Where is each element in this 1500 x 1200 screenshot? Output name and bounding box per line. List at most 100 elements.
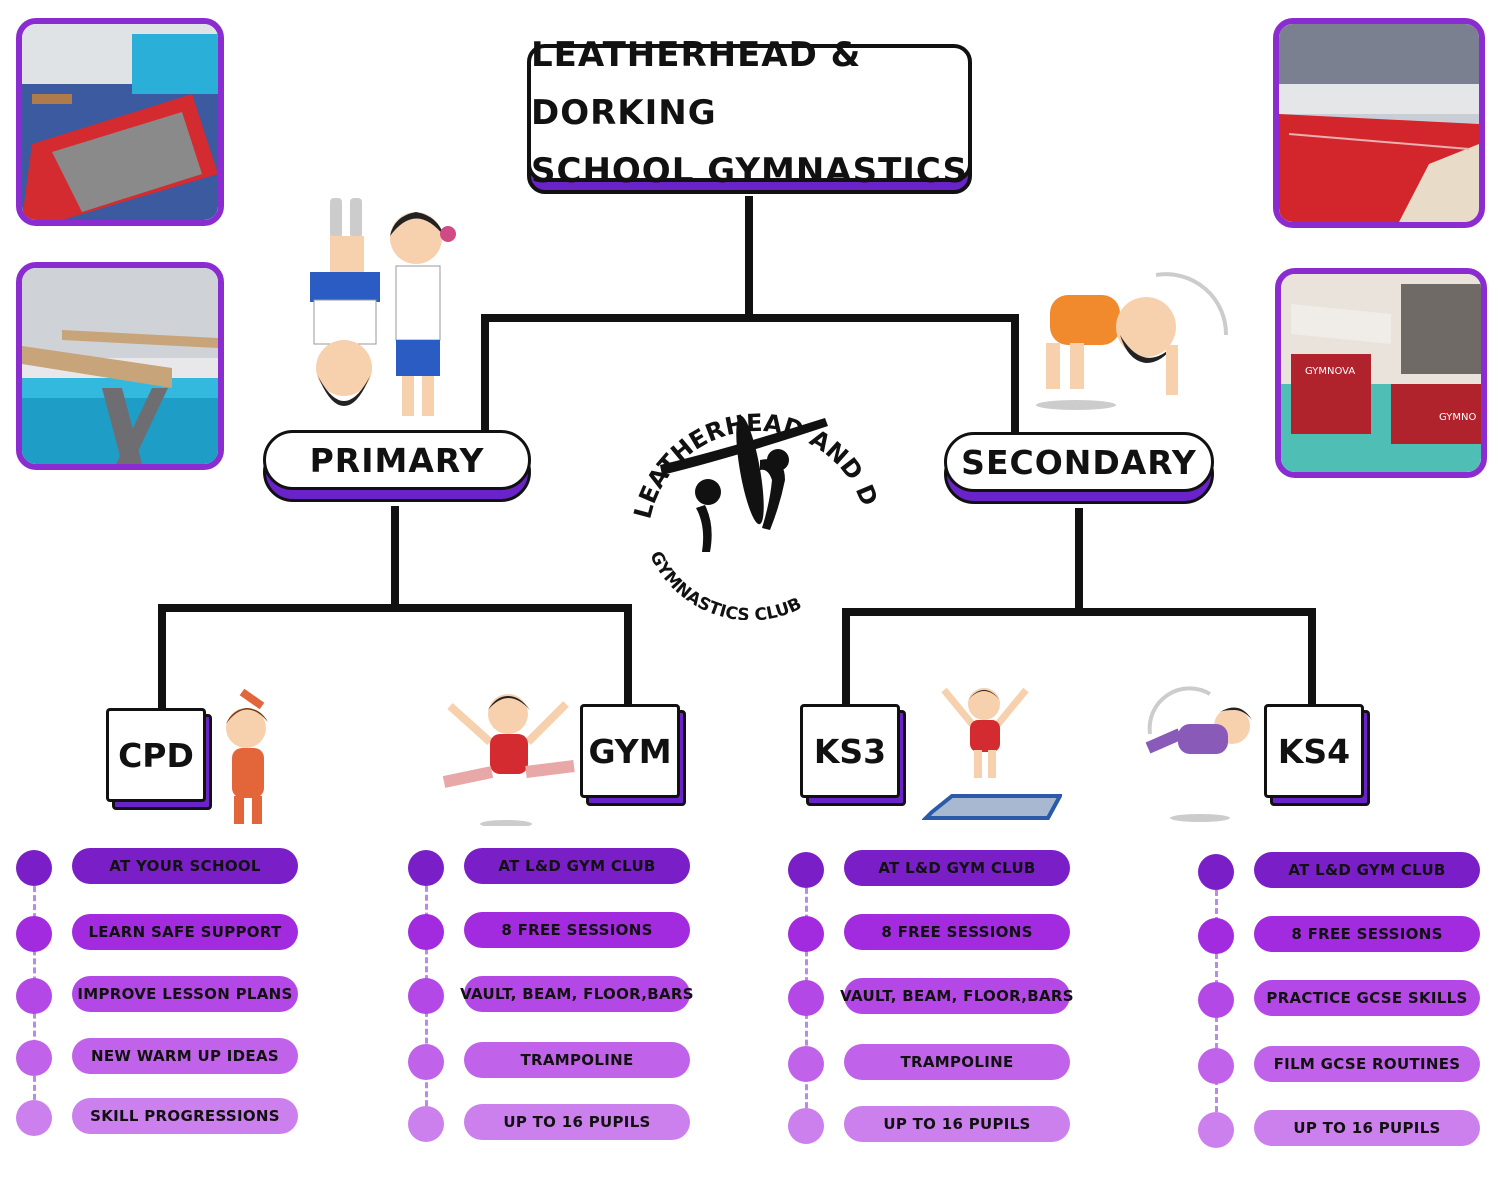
list-item: SKILL PROGRESSIONS: [16, 1098, 326, 1138]
list-item: AT L&D GYM CLUB: [408, 848, 718, 888]
list-item: 8 FREE SESSIONS: [788, 914, 1098, 954]
category-ks4-label: KS4: [1264, 704, 1364, 798]
list-item-label: UP TO 16 PUPILS: [844, 1106, 1070, 1142]
bullet-dot: [788, 980, 824, 1016]
connector-to-secondary: [1011, 314, 1019, 432]
list-item-label: AT L&D GYM CLUB: [1254, 852, 1480, 888]
list-gym: AT L&D GYM CLUB 8 FREE SESSIONS VAULT, BEA…: [408, 848, 718, 1148]
level-secondary: SECONDARY: [944, 432, 1214, 504]
bullet-dot: [16, 1040, 52, 1076]
list-item: UP TO 16 PUPILS: [408, 1104, 718, 1144]
list-item-label: VAULT, BEAM, FLOOR,BARS: [460, 976, 694, 1012]
list-item-label: AT L&D GYM CLUB: [844, 850, 1070, 886]
list-item: UP TO 16 PUPILS: [788, 1106, 1098, 1146]
list-item: VAULT, BEAM, FLOOR,BARS: [408, 976, 718, 1016]
connector-to-ks4: [1308, 608, 1316, 708]
vault-brand-text: GYMNOVA: [1305, 366, 1355, 377]
title-line-1: LEATHERHEAD & DORKING: [531, 35, 862, 133]
bullet-dot: [1198, 1048, 1234, 1084]
list-item: LEARN SAFE SUPPORT: [16, 914, 326, 954]
category-gym: GYM: [580, 704, 686, 806]
list-item-label: UP TO 16 PUPILS: [464, 1104, 690, 1140]
list-cpd: AT YOUR SCHOOL LEARN SAFE SUPPORT IMPROVE …: [16, 848, 326, 1148]
pit-brand-text: GYMNO: [1439, 412, 1476, 423]
list-item-label: AT YOUR SCHOOL: [72, 848, 298, 884]
list-item: TRAMPOLINE: [788, 1044, 1098, 1084]
list-item-label: AT L&D GYM CLUB: [464, 848, 690, 884]
bullet-dot: [788, 916, 824, 952]
list-item-label: LEARN SAFE SUPPORT: [72, 914, 298, 950]
list-item-label: PRACTICE GCSE SKILLS: [1254, 980, 1480, 1016]
category-ks3: KS3: [800, 704, 906, 806]
category-cpd-label: CPD: [106, 708, 206, 802]
backflip-illustration: [1036, 272, 1229, 410]
list-item: 8 FREE SESSIONS: [408, 912, 718, 952]
list-item-label: TRAMPOLINE: [464, 1042, 690, 1078]
category-gym-label: GYM: [580, 704, 680, 798]
list-item: 8 FREE SESSIONS: [1198, 916, 1500, 956]
split-leap-illustration: [442, 694, 575, 826]
bullet-dot: [16, 916, 52, 952]
connector-to-primary: [481, 314, 489, 432]
bullet-dot: [408, 914, 444, 950]
handstand-support-illustration: [310, 198, 456, 416]
stretching-illustration: [226, 688, 268, 824]
connector-to-gym: [624, 604, 632, 708]
connector-primary-bar: [158, 604, 632, 612]
photo-trampoline-bed: [16, 18, 224, 226]
bullet-dot: [1198, 854, 1234, 890]
list-item: IMPROVE LESSON PLANS: [16, 976, 326, 1016]
level-secondary-label: SECONDARY: [944, 432, 1214, 492]
connector-secondary-down: [1075, 508, 1083, 614]
connector-to-ks3: [842, 608, 850, 708]
bullet-dot: [1198, 982, 1234, 1018]
trampoline-jump-illustration: [922, 687, 1062, 820]
bullet-dot: [788, 1108, 824, 1144]
list-ks3: AT L&D GYM CLUB 8 FREE SESSIONS VAULT, BEA…: [788, 850, 1098, 1150]
list-item: PRACTICE GCSE SKILLS: [1198, 980, 1500, 1020]
bullet-dot: [408, 850, 444, 886]
logo-bottom-text: GYMNASTICS CLUB: [645, 548, 804, 620]
connector-secondary-bar: [842, 608, 1316, 616]
level-primary-label: PRIMARY: [263, 430, 531, 490]
list-item-label: UP TO 16 PUPILS: [1254, 1110, 1480, 1146]
photo-sports-hall-floor: [1273, 18, 1485, 228]
list-item-label: SKILL PROGRESSIONS: [72, 1098, 298, 1134]
list-item-label: IMPROVE LESSON PLANS: [72, 976, 298, 1012]
list-ks4: AT L&D GYM CLUB 8 FREE SESSIONS PRACTICE G…: [1198, 852, 1500, 1152]
bullet-dot: [408, 1106, 444, 1142]
list-item-label: VAULT, BEAM, FLOOR,BARS: [840, 978, 1074, 1014]
list-item-label: 8 FREE SESSIONS: [844, 914, 1070, 950]
connector-primary-down: [391, 506, 399, 610]
level-primary: PRIMARY: [263, 430, 531, 502]
list-item-label: FILM GCSE ROUTINES: [1254, 1046, 1480, 1082]
photo-balance-beams: [16, 262, 224, 470]
list-item-label: TRAMPOLINE: [844, 1044, 1070, 1080]
title-box: LEATHERHEAD & DORKING SCHOOL GYMNASTICS: [527, 35, 972, 194]
logo-gymnast-icon: [660, 415, 828, 552]
list-item: AT L&D GYM CLUB: [788, 850, 1098, 890]
bullet-dot: [788, 852, 824, 888]
bullet-dot: [788, 1046, 824, 1082]
list-item-label: NEW WARM UP IDEAS: [72, 1038, 298, 1074]
list-item: VAULT, BEAM, FLOOR,BARS: [788, 978, 1098, 1018]
photo-vault-and-pit: GYMNOVA GYMNO: [1275, 268, 1487, 478]
bullet-dot: [16, 1100, 52, 1136]
connector-to-cpd: [158, 604, 166, 708]
page-title: LEATHERHEAD & DORKING SCHOOL GYMNASTICS: [527, 35, 972, 191]
bullet-dot: [408, 1044, 444, 1080]
connector-title-down: [745, 196, 753, 320]
bullet-dot: [1198, 1112, 1234, 1148]
category-cpd: CPD: [106, 708, 212, 810]
list-item-label: 8 FREE SESSIONS: [464, 912, 690, 948]
bullet-dot: [1198, 918, 1234, 954]
list-item: TRAMPOLINE: [408, 1042, 718, 1082]
list-item: NEW WARM UP IDEAS: [16, 1038, 326, 1078]
list-item: AT YOUR SCHOOL: [16, 848, 326, 888]
flip-illustration: [1145, 686, 1252, 822]
connector-title-bar: [481, 314, 1019, 322]
bullet-dot: [408, 978, 444, 1014]
category-ks4: KS4: [1264, 704, 1370, 806]
bullet-dot: [16, 978, 52, 1014]
list-item-label: 8 FREE SESSIONS: [1254, 916, 1480, 952]
